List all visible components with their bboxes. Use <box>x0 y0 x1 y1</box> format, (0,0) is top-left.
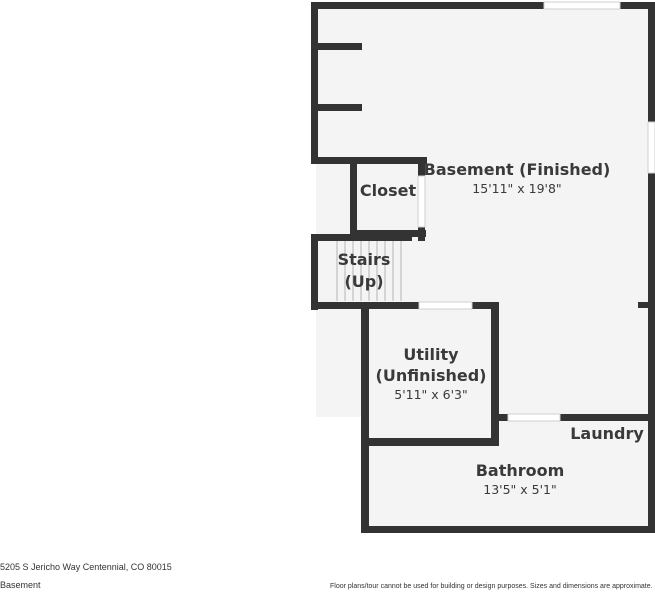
wall-top-right <box>620 2 655 9</box>
utility-top-wall-right <box>472 302 499 309</box>
closet-left-wall <box>350 157 357 237</box>
utility-name-line2: (Unfinished) <box>376 366 487 385</box>
room-labels: Basement (Finished) 15'11" x 19'8" Close… <box>338 160 645 497</box>
closet-bottom-wall <box>350 230 426 237</box>
wall-right-lower <box>648 173 655 533</box>
floor-fills <box>316 5 650 528</box>
utility-right-wall <box>491 302 499 445</box>
wall-left-upper <box>311 2 318 164</box>
windows <box>417 1 655 422</box>
utility-left-wall <box>361 302 369 533</box>
stairs-floor <box>316 239 410 303</box>
utility-name-line1: Utility <box>403 345 459 364</box>
window-right <box>647 121 655 174</box>
disclaimer-text: Floor plans/tour cannot be used for buil… <box>330 583 653 590</box>
bathroom-floor <box>366 418 650 528</box>
laundry-opening <box>507 413 561 422</box>
wall-stub <box>638 302 650 308</box>
utility-dims: 5'11" x 6'3" <box>394 387 467 402</box>
floor-level-label: Basement <box>0 580 41 590</box>
stairs-name-line1: Stairs <box>338 250 391 269</box>
wall-top <box>311 2 544 9</box>
bathroom-dims: 13'5" x 5'1" <box>483 482 556 497</box>
stairs-name-line2: (Up) <box>344 272 383 291</box>
laundry-wall-left <box>491 414 508 421</box>
shelf-lower <box>311 104 362 111</box>
window-top <box>543 1 621 10</box>
walls <box>311 2 655 533</box>
shelf-upper <box>311 43 362 50</box>
closet-floor <box>355 160 422 232</box>
closet-opening <box>417 175 426 228</box>
closet-name: Closet <box>360 181 417 200</box>
closet-right-wall-bottom <box>418 227 425 241</box>
laundry-name: Laundry <box>570 424 644 443</box>
utility-opening <box>418 301 473 310</box>
bathroom-bottom-wall <box>361 526 655 533</box>
utility-bottom-wall <box>361 438 499 446</box>
closet-top-wall <box>311 157 427 164</box>
stairs-top-wall <box>311 234 412 241</box>
stairs-left-wall <box>311 234 318 310</box>
basement-dims: 15'11" x 19'8" <box>472 181 561 196</box>
laundry-wall-right <box>560 414 655 421</box>
property-address: 5205 S Jericho Way Centennial, CO 80015 <box>0 562 172 572</box>
closet-right-wall-top <box>418 157 425 176</box>
basement-name: Basement (Finished) <box>424 160 611 179</box>
wall-right-upper <box>648 2 655 122</box>
stair-treads <box>336 241 402 301</box>
bathroom-name: Bathroom <box>476 461 565 480</box>
